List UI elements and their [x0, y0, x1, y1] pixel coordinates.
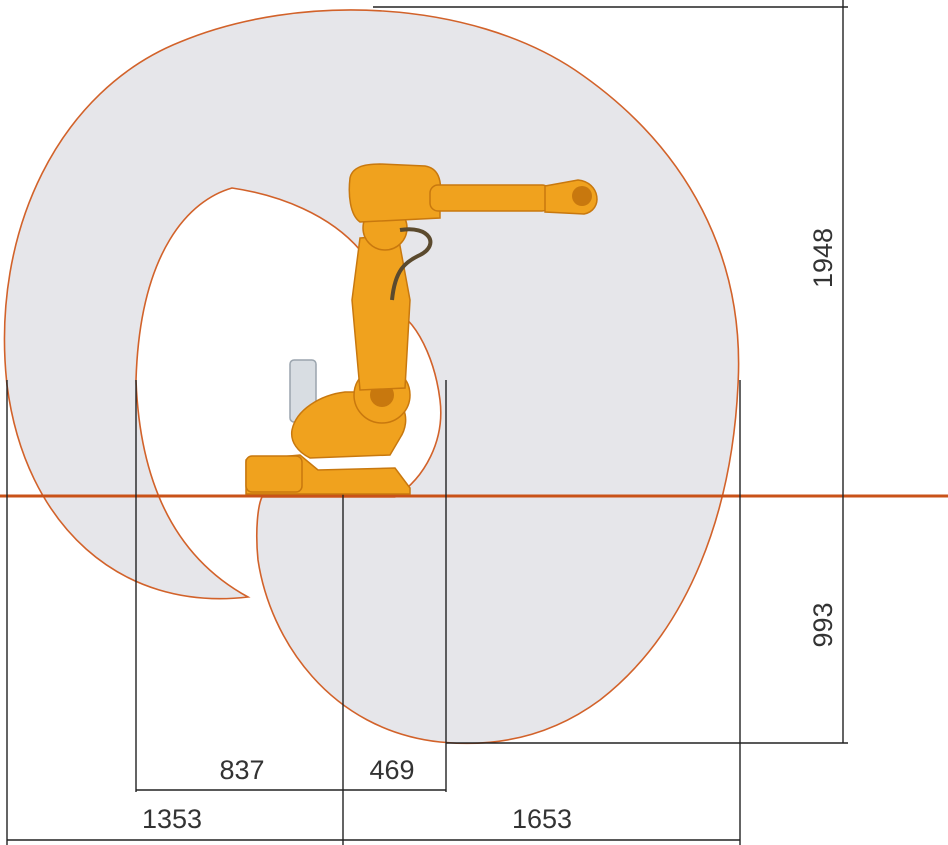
dim-label-reach-up: 1948 [808, 228, 838, 288]
robot-upper-arm-housing [348, 163, 442, 223]
industrial-robot-arm [245, 163, 598, 495]
dimension-labels: 1948 993 837 469 1353 1653 [142, 228, 838, 834]
dim-label-outer-rear: 1353 [142, 804, 202, 834]
robot-lower-arm [351, 234, 411, 391]
robot-forearm [429, 184, 551, 212]
dimension-lines [6, 0, 848, 845]
robot-flange [572, 186, 592, 206]
dim-label-inner-front: 469 [369, 755, 414, 785]
dim-label-inner-rear: 837 [219, 755, 264, 785]
robot-cable [390, 227, 433, 301]
dim-label-outer-front: 1653 [512, 804, 572, 834]
dim-label-reach-down: 993 [808, 602, 838, 647]
robot-base-motor [245, 455, 303, 493]
